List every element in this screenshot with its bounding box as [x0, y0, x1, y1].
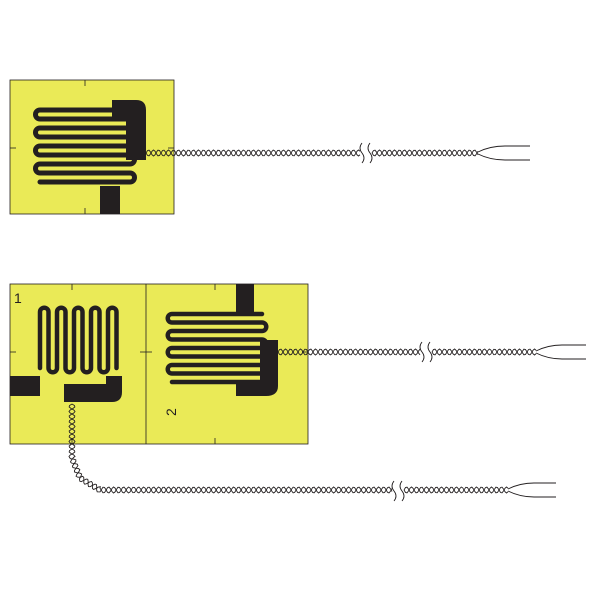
grid-2-solder-tab-upper [236, 284, 254, 312]
wire-strand [403, 486, 509, 494]
wire-end-leads [535, 344, 586, 360]
grid-2-label: 2 [163, 408, 179, 416]
solder-tab-lower [100, 186, 120, 214]
wire-end-leads [477, 145, 530, 161]
lead-wire-single [145, 142, 530, 164]
wire-strand [68, 403, 393, 494]
wire-end-leads [507, 482, 556, 498]
foil-trace [33, 107, 137, 185]
lead-wire-grid-2 [277, 341, 586, 363]
foil-grid-1 [37, 305, 119, 375]
wire-strand [68, 403, 393, 494]
solder-tab-upper [112, 100, 146, 160]
foil-grid-2 [165, 311, 269, 385]
foil-trace [37, 305, 119, 375]
wire-strand [277, 348, 421, 356]
wire-strand [403, 486, 509, 494]
foil-trace [165, 311, 269, 385]
wire-strand [371, 149, 479, 157]
grid-1-solder-tab-right [64, 376, 122, 402]
wire-strand [431, 348, 537, 356]
wire-strand [145, 149, 361, 157]
wire-strand [145, 149, 361, 157]
single-strain-gauge [9, 79, 175, 215]
wire-break-mark [419, 341, 433, 363]
wire-strand [431, 348, 537, 356]
grid-1-solder-tab-left [10, 376, 40, 396]
two-element-rosette: 1 2 [9, 283, 309, 445]
wire-strand [371, 149, 479, 157]
lead-wire-grid-1 [68, 403, 556, 502]
foil-grid [33, 107, 137, 185]
wire-strand [277, 348, 421, 356]
wire-break-mark [391, 480, 405, 502]
grid-2-solder-tab-lower [236, 340, 278, 396]
grid-1-label: 1 [14, 290, 22, 306]
wire-break-mark [359, 142, 373, 164]
alignment-marks [10, 80, 174, 214]
